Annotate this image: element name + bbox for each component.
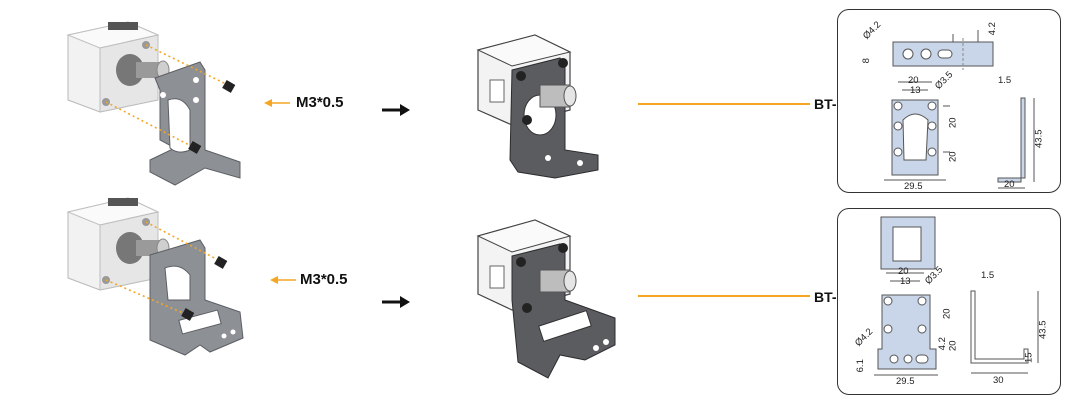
dim-front-width-2: 20	[898, 266, 909, 277]
bracket-bt22-exploded	[149, 61, 241, 186]
screw-icon	[188, 80, 236, 154]
dim-front-small-2: 4.2	[936, 337, 948, 351]
screw-pointer-arrow-2	[270, 276, 296, 284]
dim-front-inner: 13	[910, 85, 921, 96]
dim-side-low: 15	[1023, 352, 1035, 364]
dim-front-inner-2: 13	[900, 276, 911, 287]
blueprint-drawing-bt23	[874, 216, 1039, 376]
bracket-bt23-exploded	[149, 239, 244, 356]
dim-front-h2-2: 20	[947, 340, 959, 352]
dim-side-thickness: 1.5	[998, 75, 1012, 86]
dim-side-width-2: 30	[993, 375, 1004, 386]
dim-front-left: 6.1	[854, 359, 866, 373]
assembly-guide-lines-2	[105, 221, 223, 317]
assembly-arrow-icon	[382, 104, 410, 116]
dim-side-width: 20	[1004, 179, 1015, 190]
assembly-guide-lines-1	[105, 44, 229, 149]
assembly-arrow-icon-2	[382, 296, 410, 308]
sensor-exploded-1	[66, 21, 170, 113]
sensor-exploded-2	[66, 197, 170, 291]
blueprint-drawing-bt22	[884, 30, 1035, 189]
screw-pointer-arrow	[264, 99, 290, 107]
dim-front-base-2: 29.5	[896, 376, 915, 387]
blueprint-panel-bt22: Ø4.2 4.2 8 20 13 Ø3.5 20 20 29.5 1.5 43.…	[837, 9, 1061, 193]
dim-front-base: 29.5	[904, 181, 923, 192]
dim-side-thickness-2: 1.5	[981, 270, 995, 281]
dim-front-width: 20	[908, 75, 919, 86]
screw-spec-label-1: M3*0.5	[296, 94, 344, 111]
dim-side-height-2: 43.5	[1037, 320, 1049, 340]
screw-spec-label-2: M3*0.5	[300, 271, 348, 288]
blueprint-panel-bt23: 20 13 Ø3.5 20 20 4.2 Ø4.2 6.1 29.5 1.5 4…	[837, 208, 1061, 395]
sensor-assembled-2	[476, 219, 616, 379]
screw-icon-2	[181, 256, 228, 321]
sensor-assembled-1	[476, 34, 599, 179]
dim-front-h1-2: 20	[941, 308, 953, 320]
